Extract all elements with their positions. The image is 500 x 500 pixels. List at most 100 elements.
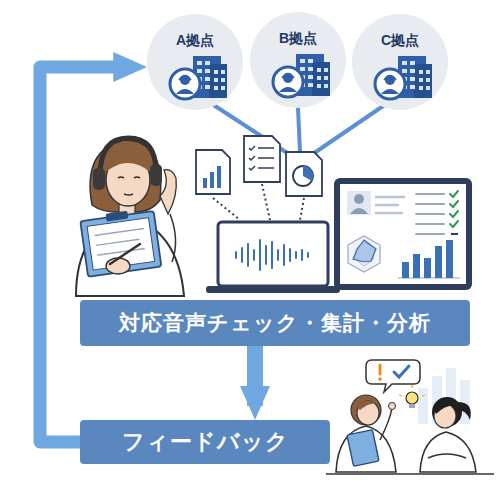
- dotted-lines-part: [213, 198, 240, 220]
- feedback-band: フィードバック: [80, 420, 330, 464]
- laptop: [206, 222, 340, 293]
- site-circle: B拠点: [250, 12, 346, 108]
- dashboard-monitor-part: [334, 178, 472, 290]
- report-documents-part: [303, 166, 313, 181]
- operator-woman-part-part-part: [96, 239, 140, 245]
- dashboard-monitor-part: [354, 194, 364, 204]
- laptop-part-part: [259, 240, 261, 270]
- operator-woman-part-part: [106, 211, 129, 222]
- report-documents-part-part: [258, 167, 274, 169]
- dashboard-monitor: [334, 178, 472, 290]
- process-band: 対応音声チェック・集計・分析: [80, 300, 470, 346]
- dashboard-monitor-part: [348, 236, 380, 272]
- laptop-part: [236, 240, 308, 270]
- feedback-scene-part: [378, 377, 382, 381]
- dotted-lines-part: [300, 198, 304, 220]
- flow-arrow: [40, 67, 133, 442]
- dashboard-monitor-part-part: [450, 211, 458, 217]
- feedback-scene-part-part: [418, 388, 428, 424]
- site-lines-part: [304, 104, 386, 160]
- operator-woman-part: [150, 164, 162, 186]
- dashboard-monitor-part-part: [416, 203, 444, 205]
- laptop-part-part: [271, 242, 273, 268]
- site-circle-fill: [352, 14, 448, 110]
- site-circle-fill: [250, 12, 346, 108]
- site-circle: C拠点: [352, 14, 448, 110]
- report-documents: [196, 136, 322, 196]
- report-documents-part: [217, 166, 221, 188]
- dashboard-monitor-part-part: [416, 213, 444, 215]
- feedback-scene-part: [420, 432, 476, 472]
- dotted-lines-part: [262, 184, 270, 220]
- site-label: B拠点: [250, 30, 346, 48]
- feedback-scene-part: [399, 385, 425, 396]
- feedback-scene-part: [366, 360, 420, 392]
- site-shape: [250, 12, 346, 108]
- report-documents-part-part: [249, 146, 255, 150]
- report-documents-part-part: [249, 166, 255, 170]
- dashboard-monitor-part-part: [376, 212, 402, 215]
- report-documents-part: [196, 150, 230, 194]
- band-label: 対応音声チェック・集計・分析: [119, 309, 431, 337]
- dashboard-monitor-part-part: [450, 221, 458, 227]
- feedback-scene-part: [357, 401, 378, 410]
- operator-woman-part: [106, 258, 130, 274]
- dashboard-monitor-part-part: [416, 233, 444, 235]
- feedback-scene-part-part: [422, 395, 425, 396]
- report-documents-part-part: [258, 147, 274, 149]
- report-documents-part: [210, 172, 214, 188]
- feedback-scene: [326, 360, 494, 474]
- laptop-part-part: [265, 246, 267, 264]
- report-documents-part: [286, 152, 322, 196]
- dashboard-monitor-part: [450, 191, 458, 227]
- dashboard-monitor-part: [451, 233, 458, 235]
- feedback-scene-part-part: [411, 385, 412, 388]
- operator-woman-part-part-part: [97, 249, 145, 256]
- dashboard-monitor-part-part: [413, 254, 420, 278]
- feedback-scene-part: [389, 403, 396, 410]
- feedback-scene-part: [394, 366, 409, 377]
- laptop-part-part: [241, 248, 243, 262]
- site-shape: [352, 14, 448, 110]
- operator-woman-part-part-part: [94, 229, 144, 236]
- flow-arrow: [247, 346, 263, 406]
- operator-woman-part-part: [80, 211, 161, 277]
- laptop-part-part: [301, 250, 303, 260]
- feedback-scene-part: [432, 397, 462, 427]
- operator-woman-part: [118, 177, 140, 178]
- feedback-scene-part: [434, 403, 456, 414]
- operator-woman-part: [170, 214, 176, 262]
- report-documents-part-part: [249, 156, 255, 160]
- operator-woman-part: [160, 170, 176, 214]
- operator-woman-part: [76, 216, 184, 296]
- dashboard-monitor-part: [402, 240, 453, 278]
- feedback-scene-part: [326, 473, 494, 475]
- site-shape: [147, 14, 243, 110]
- feedback-scene-part-part: [399, 395, 402, 396]
- band-label: フィードバック: [122, 427, 289, 457]
- feedback-scene-part: [347, 430, 379, 467]
- feedback-scene-part: [380, 408, 392, 440]
- site-circle-fill: [147, 14, 243, 110]
- laptop-part-part: [235, 252, 237, 258]
- feedback-scene-part: [336, 426, 396, 472]
- site-icon: [273, 54, 330, 97]
- feedback-scene-part: [379, 365, 382, 374]
- dashboard-monitor-part-part: [424, 258, 431, 278]
- feedback-scene-part: [409, 404, 415, 408]
- feedback-scene-part: [428, 454, 466, 458]
- report-documents-part: [293, 166, 313, 186]
- laptop-part-part: [283, 245, 285, 265]
- feedback-scene-part-part: [460, 380, 470, 424]
- report-documents-part: [244, 136, 280, 182]
- laptop-part: [206, 286, 340, 293]
- site-lines-part: [298, 108, 300, 152]
- feedback-scene-part: [458, 402, 471, 420]
- laptop-part-part: [253, 250, 255, 260]
- laptop-part-part: [289, 249, 291, 261]
- report-documents-part-part: [258, 157, 274, 159]
- dashboard-monitor-part-part: [376, 196, 404, 199]
- report-documents-part: [203, 178, 207, 188]
- feedback-scene-part: [406, 392, 418, 404]
